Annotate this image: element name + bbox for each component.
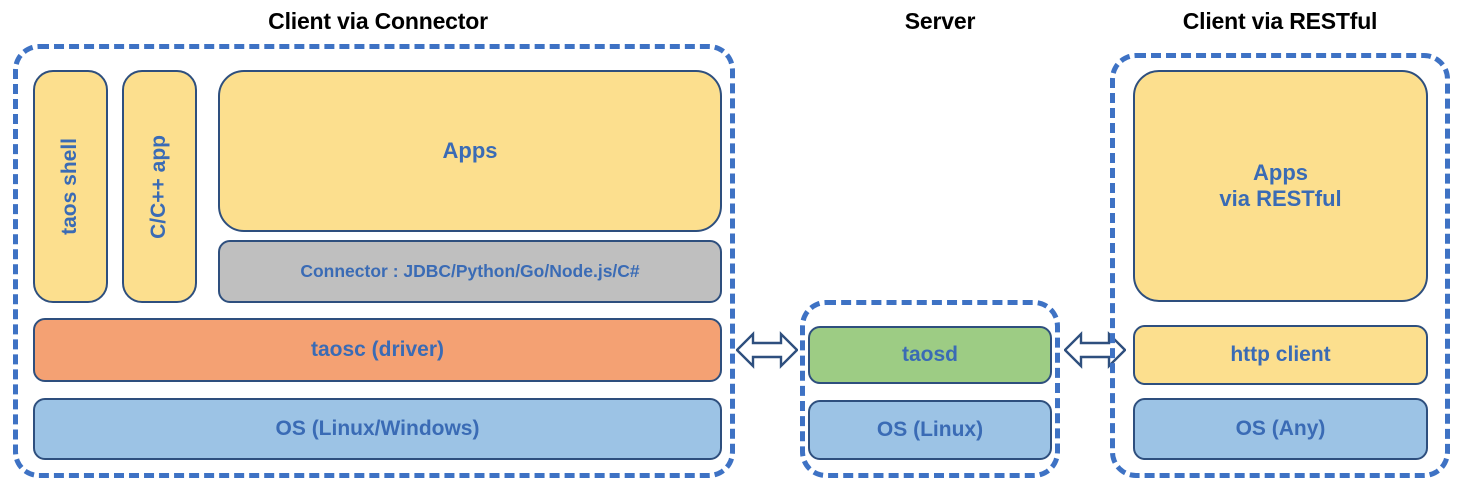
box-http-client[interactable]: http client — [1133, 325, 1428, 385]
box-taos-shell-label: taos shell — [58, 138, 82, 235]
box-c-cpp-app-label: C/C++ app — [147, 134, 171, 239]
box-taos-shell[interactable]: taos shell — [33, 70, 108, 303]
box-apps-label: Apps — [442, 138, 498, 164]
apps-line1: Apps — [1253, 160, 1308, 186]
box-apps-via-restful-label: Apps via RESTful — [1219, 160, 1341, 212]
box-os-linux-label: OS (Linux) — [876, 417, 984, 441]
box-taosd-label: taosd — [901, 342, 958, 366]
box-c-cpp-app[interactable]: C/C++ app — [122, 70, 197, 303]
box-os-any-label: OS (Any) — [1235, 416, 1326, 440]
box-connector-label: Connector : JDBC/Python/Go/Node.js/C# — [300, 261, 640, 282]
box-os-linux[interactable]: OS (Linux) — [808, 400, 1052, 460]
box-taosc-driver[interactable]: taosc (driver) — [33, 318, 722, 382]
box-taosd[interactable]: taosd — [808, 326, 1052, 384]
box-taosc-driver-label: taosc (driver) — [310, 337, 445, 361]
section-title-server: Server — [904, 8, 976, 34]
box-os-any[interactable]: OS (Any) — [1133, 398, 1428, 460]
apps-line2: via RESTful — [1219, 186, 1342, 211]
box-apps[interactable]: Apps — [218, 70, 722, 232]
box-apps-via-restful[interactable]: Apps via RESTful — [1133, 70, 1428, 302]
box-os-linux-windows-label: OS (Linux/Windows) — [275, 416, 480, 440]
section-title-client-connector: Client via Connector — [268, 8, 488, 34]
box-connector[interactable]: Connector : JDBC/Python/Go/Node.js/C# — [218, 240, 722, 303]
group-client-via-restful — [1110, 53, 1450, 478]
group-client-via-connector — [13, 44, 735, 478]
section-title-client-restful: Client via RESTful — [1182, 8, 1378, 34]
box-os-linux-windows[interactable]: OS (Linux/Windows) — [33, 398, 722, 460]
group-server — [800, 300, 1060, 478]
box-http-client-label: http client — [1230, 342, 1331, 366]
double-headed-arrow-client-to-server — [736, 327, 798, 373]
